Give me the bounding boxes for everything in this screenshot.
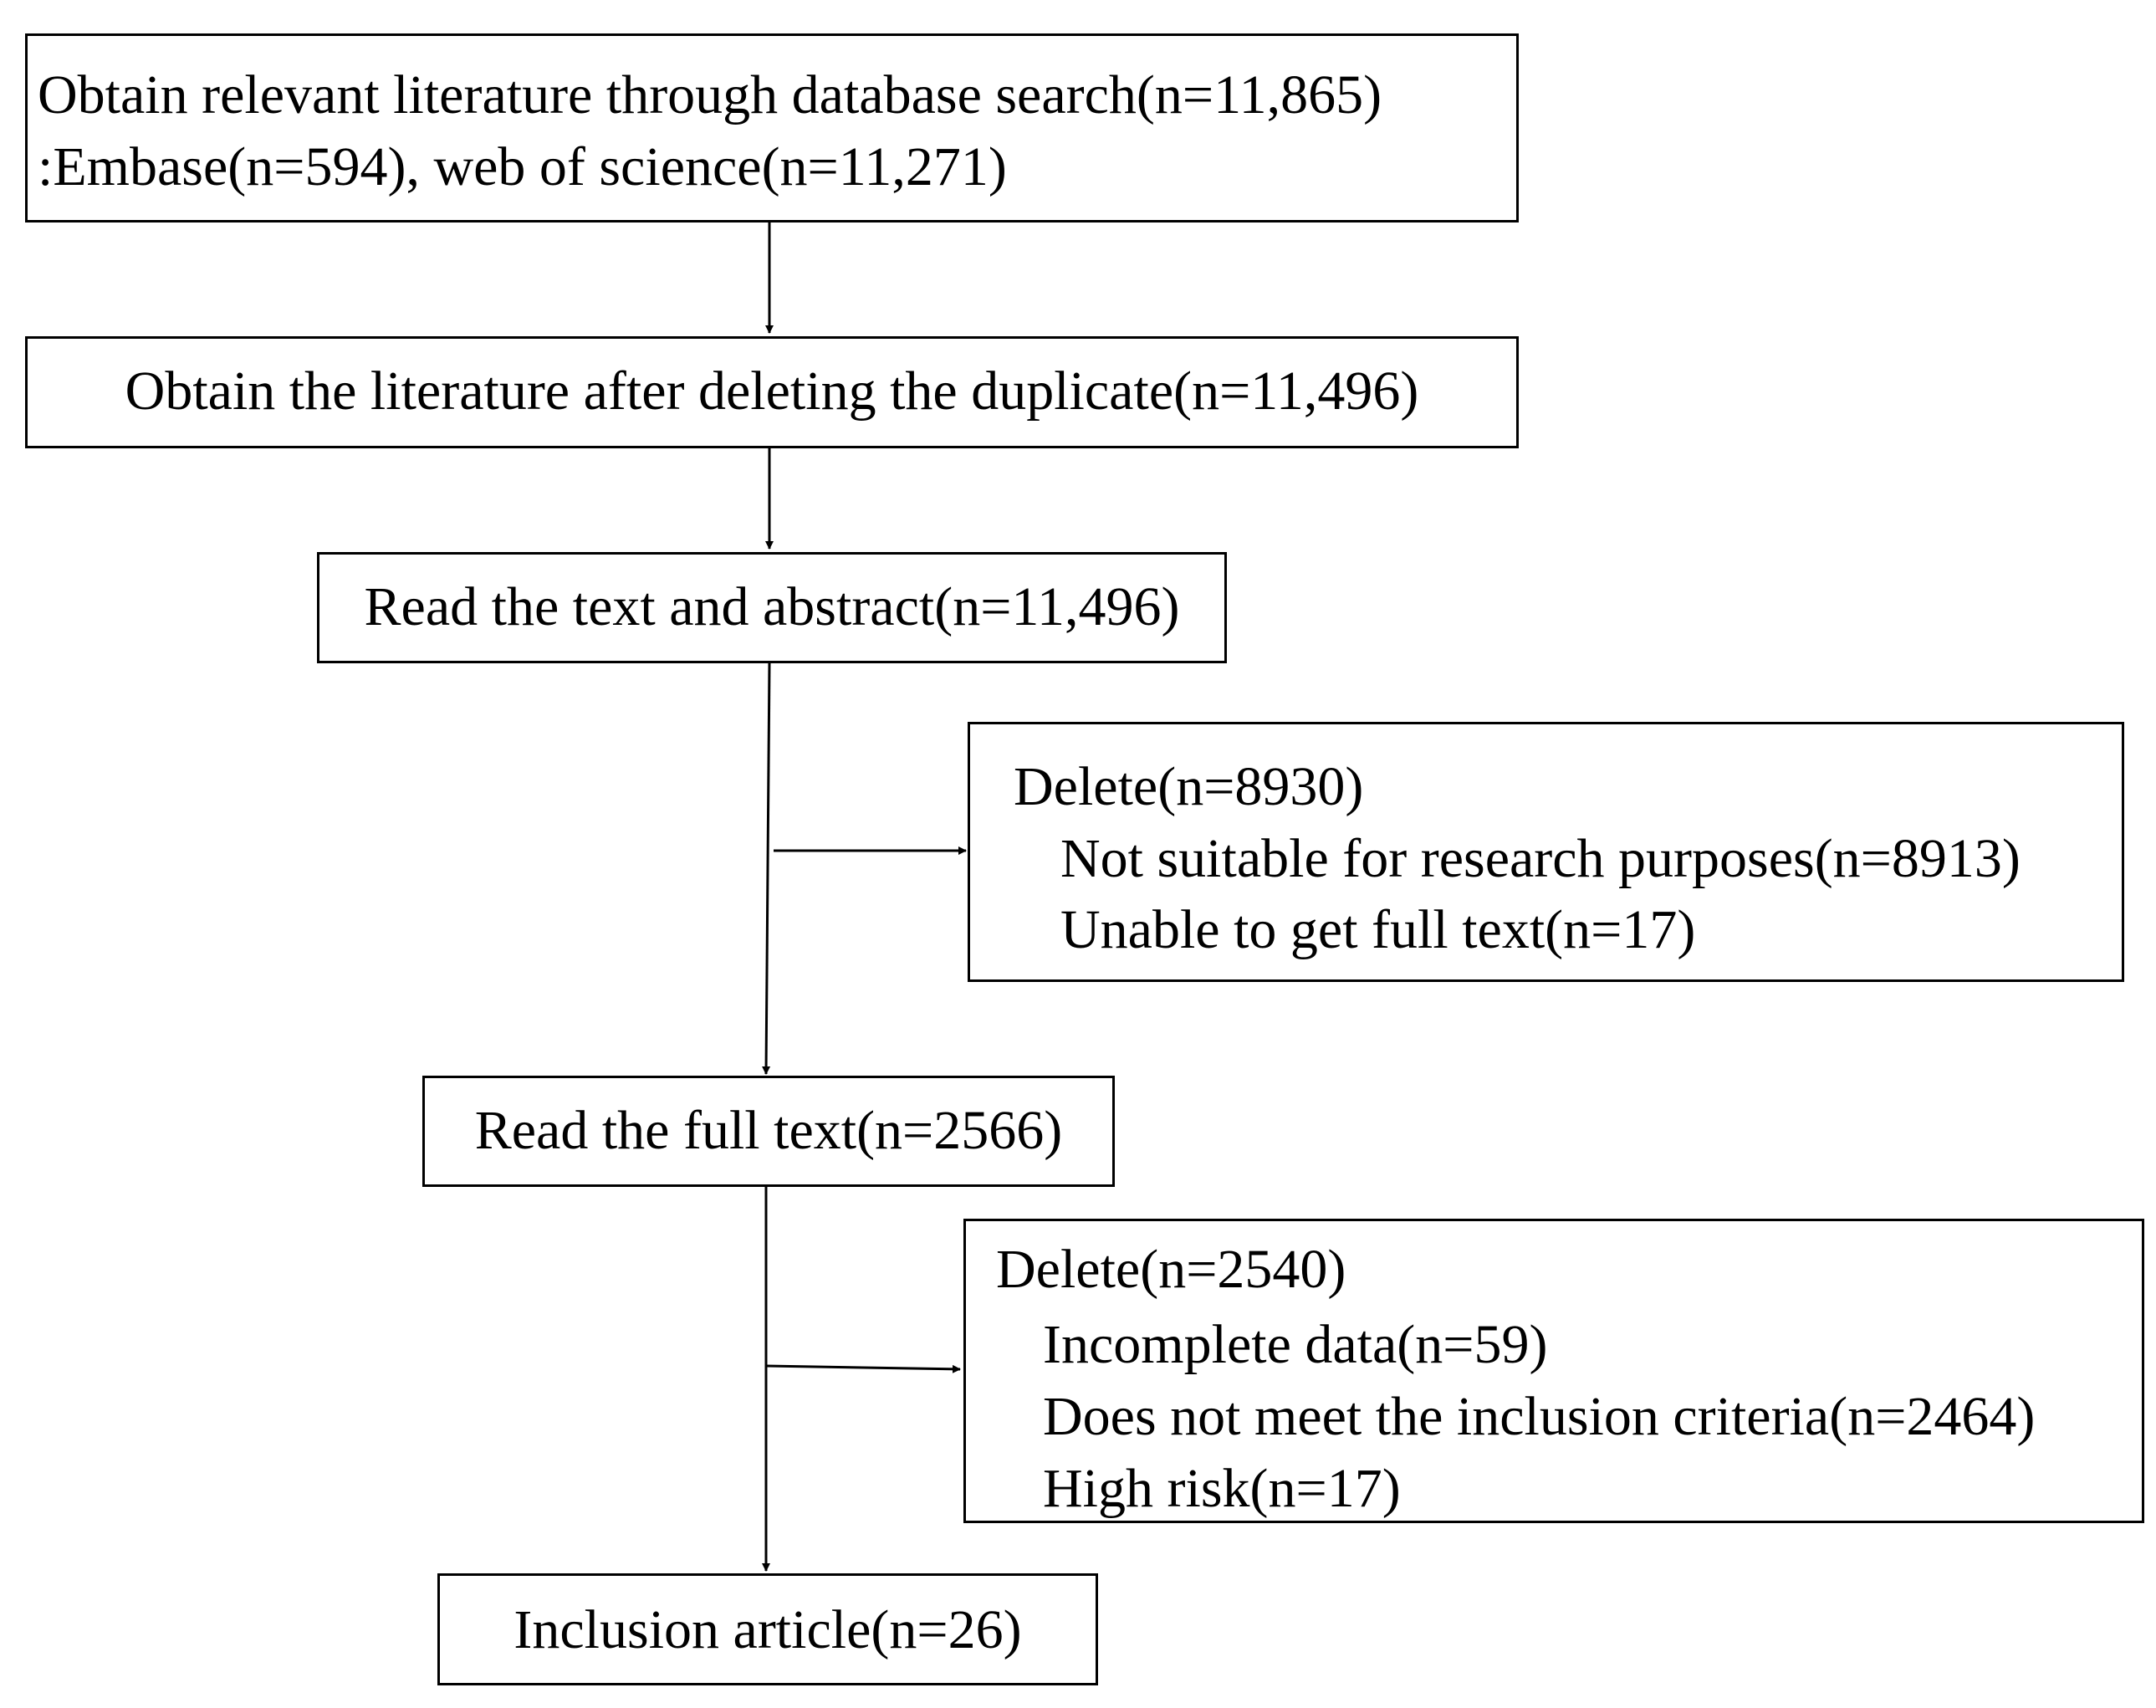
arrow-to-delete2 [765, 1364, 961, 1373]
delete1-item: Not suitable for research purposes(n=891… [1060, 828, 2021, 889]
abstract-text: Read the text and abstract(n=11,496) [364, 576, 1180, 637]
delete2-item: Does not meet the inclusion criteria(n=2… [1043, 1386, 2036, 1447]
dedup-box: Obtain the literature after deleting the… [25, 336, 1519, 448]
delete2-item: High risk(n=17) [1043, 1458, 1401, 1519]
search-line-2: :Embase(n=594), web of science(n=11,271) [38, 136, 1007, 197]
delete2-box: Delete(n=2540) Incomplete data(n=59) Doe… [963, 1219, 2144, 1523]
arrow-abstract-to-fulltext [762, 662, 771, 1075]
search-line-1: Obtain relevant literature through datab… [38, 64, 1382, 125]
dedup-text: Obtain the literature after deleting the… [125, 361, 1419, 422]
delete1-box: Delete(n=8930) Not suitable for research… [968, 722, 2124, 982]
abstract-box: Read the text and abstract(n=11,496) [317, 552, 1227, 663]
fulltext-box: Read the full text(n=2566) [422, 1076, 1115, 1187]
delete1-item: Unable to get full text(n=17) [1060, 899, 1696, 960]
delete2-title: Delete(n=2540) [996, 1239, 1346, 1300]
delete1-title: Delete(n=8930) [1014, 756, 1364, 817]
inclusion-text: Inclusion article(n=26) [513, 1599, 1022, 1660]
search-box: Obtain relevant literature through datab… [25, 33, 1519, 222]
fulltext-text: Read the full text(n=2566) [474, 1100, 1063, 1161]
delete2-item: Incomplete data(n=59) [1043, 1314, 1548, 1375]
inclusion-box: Inclusion article(n=26) [437, 1573, 1098, 1685]
